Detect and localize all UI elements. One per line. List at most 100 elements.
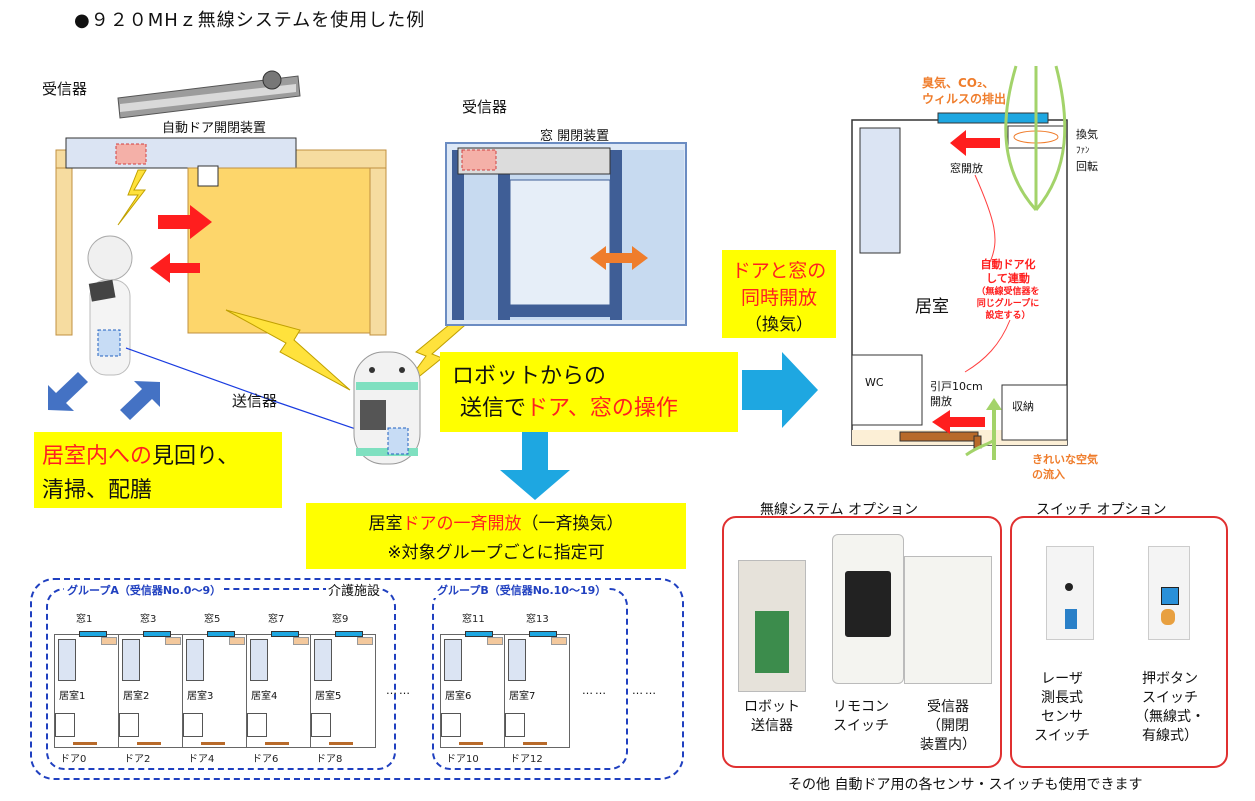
fan-label-1: 換気 bbox=[1076, 128, 1098, 141]
sliding-door-label-2: 開放 bbox=[930, 395, 952, 408]
facility-fan bbox=[165, 637, 181, 645]
facility-fan bbox=[551, 637, 567, 645]
facility-door-label: ドア10 bbox=[446, 754, 479, 765]
laser-sensor-photo bbox=[1046, 546, 1094, 640]
group-line2: ※対象グループごとに指定可 bbox=[387, 543, 605, 563]
facility-window-bar bbox=[465, 631, 493, 637]
fan-label-3: 回転 bbox=[1076, 160, 1098, 173]
facility-door-bar bbox=[201, 742, 225, 745]
wireless-item-2: リモコンスイッチ bbox=[833, 699, 889, 734]
air-flow-1 bbox=[1004, 65, 1038, 212]
door-receiver-label: 受信器 bbox=[42, 80, 88, 98]
facility-room: 居室7 bbox=[504, 631, 570, 748]
facility-room: 居室1 bbox=[54, 631, 120, 748]
window-mullion bbox=[498, 150, 510, 320]
facility-wc bbox=[247, 713, 267, 737]
air-flow-2 bbox=[1034, 65, 1067, 211]
room-sliding-door bbox=[899, 431, 979, 442]
facility-room: 居室6 bbox=[440, 631, 506, 748]
robot-box-line2: 送信でドア、窓の操作 bbox=[460, 396, 678, 421]
window-receiver-label: 受信器 bbox=[462, 98, 508, 116]
transmitter-pointer-1 bbox=[125, 347, 266, 399]
facility-window-bar bbox=[143, 631, 171, 637]
door-device-label: 自動ドア開閉装置 bbox=[162, 121, 267, 136]
facility-window-label: 窓1 bbox=[76, 614, 93, 625]
robot-capsule bbox=[353, 351, 421, 465]
facility-fan bbox=[357, 637, 373, 645]
switch-option-box: レーザ測長式センサスイッチ 押ボタンスイッチ（無線式・有線式） bbox=[1010, 516, 1228, 768]
facility-wc bbox=[119, 713, 139, 737]
robot-operation-box: ロボットからの 送信でドア、窓の操作 bbox=[440, 352, 738, 432]
clean-air-label-2: の流入 bbox=[1032, 468, 1065, 481]
exhaust-label-1: 臭気、CO₂、 bbox=[922, 76, 995, 90]
robot-move-arrow-right bbox=[120, 381, 160, 420]
footer-note: その他 自動ドア用の各センサ・スイッチも使用できます bbox=[788, 777, 1143, 793]
clean-air-label-1: きれいな空気 bbox=[1032, 453, 1098, 466]
room-wc bbox=[851, 354, 923, 426]
facility-label: 介護施設 bbox=[326, 580, 383, 599]
facility-door-label: ドア2 bbox=[124, 754, 151, 765]
window-slide-arrow bbox=[590, 246, 648, 270]
facility-room: 居室4 bbox=[246, 631, 312, 748]
patrol-line2: 清掃、配膳 bbox=[42, 478, 153, 503]
window-bottom-rail bbox=[498, 305, 622, 317]
window-receiver-marker bbox=[461, 149, 497, 171]
facility-room-label: 居室1 bbox=[59, 691, 86, 702]
room-window bbox=[937, 112, 1049, 124]
facility-bed bbox=[58, 639, 76, 681]
group-b-label: グループB（受信器No.10～19） bbox=[434, 582, 610, 598]
facility-window-label: 窓9 bbox=[332, 614, 349, 625]
facility-fan bbox=[293, 637, 309, 645]
facility-box bbox=[30, 578, 684, 780]
facility-window-bar bbox=[271, 631, 299, 637]
ellipsis-3: …… bbox=[632, 684, 658, 697]
facility-window-bar bbox=[335, 631, 363, 637]
group-line1: 居室ドアの一斉開放（一斉換気） bbox=[368, 514, 624, 534]
door-panel bbox=[187, 167, 371, 334]
window-glass bbox=[509, 179, 611, 306]
window-side-right bbox=[610, 150, 622, 320]
fan-label-2: ﾌｧﾝ bbox=[1076, 146, 1090, 156]
facility-room: 居室3 bbox=[182, 631, 248, 748]
patrol-box: 居室内への見回り、 清掃、配膳 bbox=[34, 432, 282, 508]
facility-window-label: 窓11 bbox=[462, 614, 485, 625]
facility-door-bar bbox=[137, 742, 161, 745]
facility-wc bbox=[505, 713, 525, 737]
door-receiver-marker bbox=[115, 143, 147, 165]
patrol-line1: 居室内への見回り、 bbox=[42, 444, 240, 469]
door-header bbox=[65, 137, 297, 169]
robot-pepper bbox=[87, 235, 133, 376]
wireless-item-3: 受信器（開閉装置内） bbox=[920, 699, 976, 753]
auto-door-pointer-down bbox=[964, 319, 1011, 373]
simul-line2: 同時開放 bbox=[740, 287, 817, 309]
door-frame-right bbox=[369, 149, 387, 336]
facility-room-label: 居室5 bbox=[315, 691, 342, 702]
facility-door-bar bbox=[459, 742, 483, 745]
sliding-door-label-1: 引戸10cm bbox=[930, 380, 983, 393]
facility-bed bbox=[508, 639, 526, 681]
facility-bed bbox=[250, 639, 268, 681]
facility-door-label: ドア6 bbox=[252, 754, 279, 765]
facility-wc bbox=[311, 713, 331, 737]
simul-line3: （換気） bbox=[745, 315, 813, 335]
facility-fan bbox=[101, 637, 117, 645]
transmitter-label: 送信器 bbox=[232, 392, 278, 410]
ellipsis-1: …… bbox=[386, 684, 412, 697]
to-group-arrow bbox=[500, 432, 570, 500]
lightning-door bbox=[117, 169, 147, 226]
facility-fan bbox=[487, 637, 503, 645]
facility-room-label: 居室7 bbox=[509, 691, 536, 702]
facility-door-label: ドア4 bbox=[188, 754, 215, 765]
facility-wc bbox=[55, 713, 75, 737]
auto-door-note: 自動ドア化 して連動 （無線受信器を 同じグループに 設定する） bbox=[976, 258, 1040, 321]
exhaust-label-2: ウィルスの排出 bbox=[922, 92, 1007, 106]
door-open-arrow bbox=[158, 205, 212, 239]
lightning-robot-door bbox=[225, 309, 351, 391]
facility-window-bar bbox=[207, 631, 235, 637]
facility-fan bbox=[229, 637, 245, 645]
facility-door-bar bbox=[265, 742, 289, 745]
facility-window-label: 窓7 bbox=[268, 614, 285, 625]
facility-door-label: ドア8 bbox=[316, 754, 343, 765]
facility-window-bar bbox=[79, 631, 107, 637]
robot-transmitter-photo bbox=[738, 560, 806, 692]
